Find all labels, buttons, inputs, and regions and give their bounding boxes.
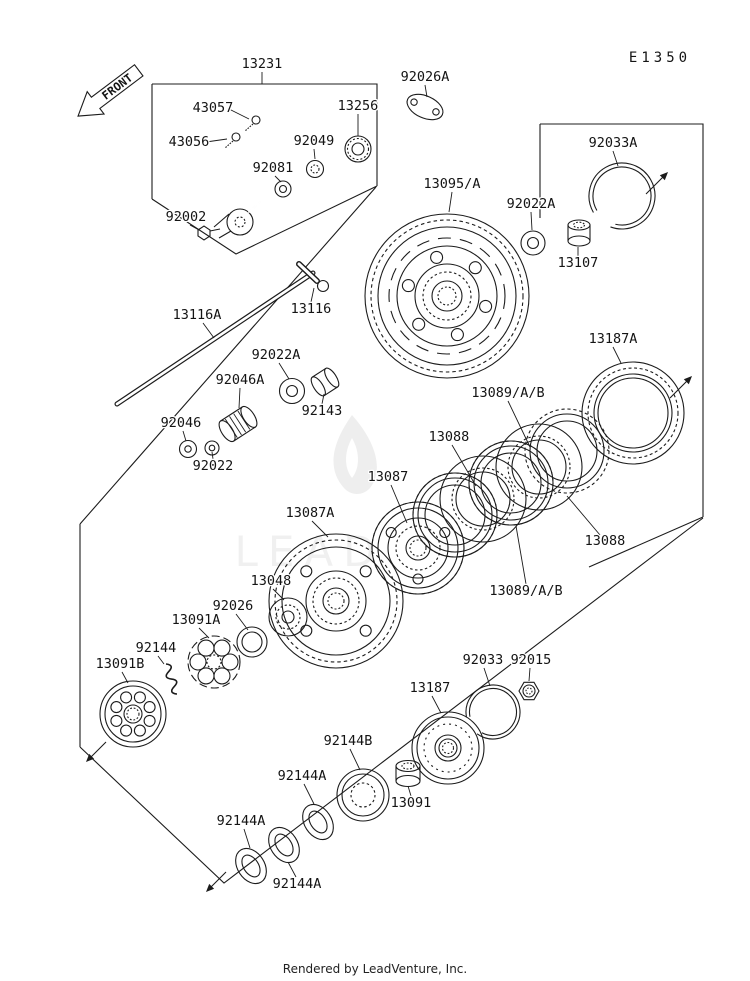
part-43056-screw — [224, 132, 241, 149]
direction-arrow-bottom-left-1 — [86, 741, 107, 762]
part-13187A-ring-gear — [581, 361, 685, 465]
part-label-92046A: 92046A — [216, 372, 265, 388]
part-92046-washer — [178, 439, 198, 459]
part-label-13087: 13087 — [368, 469, 409, 485]
part-label-43057: 43057 — [193, 100, 234, 116]
part-92033-snap-ring — [465, 684, 521, 740]
part-label-13091B: 13091B — [96, 656, 145, 672]
leader-lines — [121, 72, 622, 878]
part-13048-spring-seat — [268, 597, 308, 637]
part-label-92026A: 92026A — [401, 69, 450, 85]
part-13091A-spring-plate — [187, 635, 241, 689]
part-label-92081: 92081 — [253, 160, 294, 176]
part-label-13107: 13107 — [558, 255, 599, 271]
part-label-92049: 92049 — [294, 133, 335, 149]
part-92144A-washer-3 — [235, 847, 267, 885]
direction-arrow-bottom-left-2 — [206, 871, 227, 892]
part-label-92144: 92144 — [136, 640, 177, 656]
part-13091B-disc — [99, 680, 167, 748]
part-92144A-washer-2 — [268, 826, 300, 864]
part-label-92144B: 92144B — [324, 733, 373, 749]
part-92144-spring — [165, 663, 178, 695]
footer-credit: Rendered by LeadVenture, Inc. — [283, 962, 467, 976]
part-label-92002: 92002 — [166, 209, 207, 225]
part-92081-washer — [274, 180, 292, 198]
part-92026-washer — [236, 626, 268, 658]
part-release-cam — [213, 201, 261, 239]
part-label-13256: 13256 — [338, 98, 379, 114]
direction-arrow-top-right — [645, 172, 668, 195]
part-label-92022A-1: 92022A — [507, 196, 556, 212]
part-92049-seal — [305, 159, 325, 179]
front-label: FRONT — [99, 71, 135, 103]
part-13116A-pushrod-long — [114, 270, 316, 407]
part-92022A-washer-2 — [278, 377, 306, 405]
part-92143-collar — [310, 367, 340, 397]
part-label-13088-2: 13088 — [585, 533, 626, 549]
part-92015-nut — [518, 681, 540, 701]
part-label-92143: 92143 — [302, 403, 343, 419]
part-92046A-needle-bearing — [218, 405, 258, 443]
part-label-13088-1: 13088 — [429, 429, 470, 445]
part-92144B-spline-washer — [336, 768, 390, 822]
part-92026A-plate — [406, 93, 444, 121]
part-label-92022: 92022 — [193, 458, 234, 474]
part-13095-clutch-housing — [364, 213, 530, 379]
part-label-13187: 13187 — [410, 680, 451, 696]
part-label-92046: 92046 — [161, 415, 202, 431]
diagram-code: E1350 — [629, 50, 691, 66]
part-label-13091A: 13091A — [172, 612, 221, 628]
part-13256-bearing — [344, 135, 372, 163]
part-13107-spacer — [567, 219, 591, 247]
part-label-92033: 92033 — [463, 652, 504, 668]
part-label-13087A: 13087A — [286, 505, 335, 521]
part-label-43056: 43056 — [169, 134, 210, 150]
part-label-13116A: 13116A — [173, 307, 222, 323]
part-label-92015: 92015 — [511, 652, 552, 668]
part-label-92026: 92026 — [213, 598, 254, 614]
part-92002-bolt — [197, 225, 221, 241]
part-label-13048: 13048 — [251, 573, 292, 589]
watermark-logo: LEAD — [234, 415, 385, 576]
part-13087A-clutch-drum — [268, 533, 404, 669]
watermark-text: LEAD — [234, 527, 385, 576]
part-13116-pushrod-short — [296, 261, 330, 293]
front-direction-arrow: FRONT — [77, 63, 144, 117]
part-13187-diaphragm-spring — [411, 711, 485, 785]
part-13087-clutch-hub — [371, 501, 465, 595]
part-label-92144A-1: 92144A — [278, 768, 327, 784]
part-92022A-washer-1 — [520, 230, 546, 256]
part-label-13095A: 13095/A — [424, 176, 481, 192]
part-13088-steel-plate-2 — [495, 423, 583, 511]
part-label-13091: 13091 — [391, 795, 432, 811]
part-92033A-snap-ring — [588, 162, 656, 230]
part-43057-screw — [244, 115, 261, 132]
part-92144A-washer-1 — [302, 803, 334, 841]
part-label-13187A: 13187A — [589, 331, 638, 347]
part-13089-friction-plate-1 — [412, 472, 498, 558]
part-label-13231: 13231 — [242, 56, 283, 72]
part-label-92144A-3: 92144A — [273, 876, 322, 892]
part-label-13089AB-2: 13089/A/B — [489, 583, 562, 599]
part-label-13089AB-1: 13089/A/B — [471, 385, 544, 401]
part-label-92033A: 92033A — [589, 135, 638, 151]
assembly-boundary-lines — [79, 83, 704, 884]
direction-arrow-right — [669, 376, 692, 399]
part-label-13116: 13116 — [291, 301, 332, 317]
part-label-92022A-2: 92022A — [252, 347, 301, 363]
part-label-92144A-2: 92144A — [217, 813, 266, 829]
